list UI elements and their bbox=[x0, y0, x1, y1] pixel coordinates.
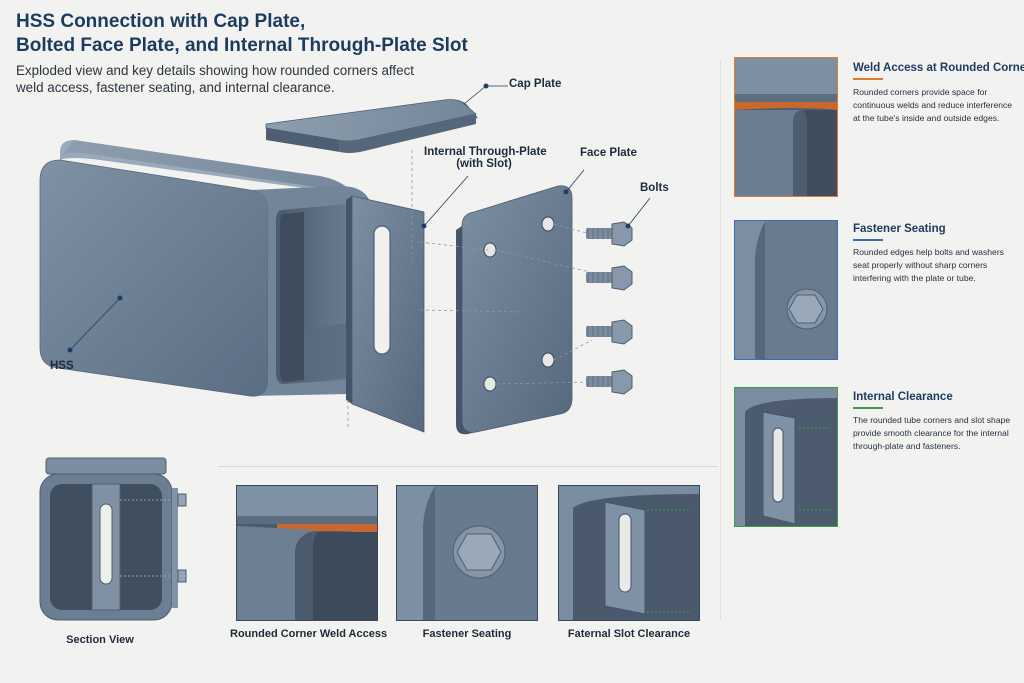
detail-accent-internal-clearance bbox=[853, 407, 883, 409]
detail-title-internal-clearance: Internal Clearance bbox=[853, 391, 953, 403]
alignment-lines bbox=[347, 150, 593, 430]
callout-hss: HSS bbox=[50, 360, 74, 372]
bolt bbox=[586, 221, 633, 247]
bolt bbox=[586, 265, 633, 291]
exploded-view bbox=[39, 83, 651, 435]
detail-title-fastener-seating: Fastener Seating bbox=[853, 223, 946, 235]
detail-description-internal-clearance: The rounded tube corners and slot shape … bbox=[853, 415, 1011, 451]
bolt bbox=[586, 319, 633, 345]
horizontal-divider bbox=[218, 466, 718, 467]
detail-title-weld-access: Weld Access at Rounded Corners bbox=[853, 62, 1024, 74]
detail-description-weld-access: Rounded corners provide space for contin… bbox=[853, 87, 1013, 123]
caption-slot-clearance: Faternal Slot Clearance bbox=[567, 628, 691, 640]
internal-through-plate bbox=[346, 195, 425, 433]
title-line-2: Bolted Face Plate, and Internal Through-… bbox=[16, 35, 468, 56]
thumbnail-fastener-seating bbox=[396, 485, 538, 621]
detail-panel-weld-access bbox=[734, 57, 838, 197]
thumbnail-fastener-seating-illustration bbox=[397, 486, 537, 620]
detail-accent-fastener-seating bbox=[853, 239, 883, 241]
thumbnail-weld-access-illustration bbox=[237, 486, 377, 620]
weld-bead bbox=[735, 102, 837, 110]
callout-through-plate-line2: (with Slot) bbox=[456, 158, 512, 170]
bolts bbox=[586, 221, 633, 395]
bolt-holes bbox=[483, 216, 555, 392]
thumbnail-weld-access bbox=[236, 485, 378, 621]
hss-tube bbox=[39, 140, 372, 397]
detail-panel-fastener-seating bbox=[734, 220, 838, 360]
face-plate bbox=[456, 185, 573, 435]
caption-weld-access: Rounded Corner Weld Access bbox=[230, 628, 388, 640]
detail-accent-weld-access bbox=[853, 78, 883, 80]
internal-clearance-illustration bbox=[735, 388, 837, 526]
page-subtitle: Exploded view and key details showing ho… bbox=[16, 63, 414, 95]
callout-through-plate-line1: Internal Through-Plate bbox=[424, 146, 547, 158]
detail-description-fastener-seating: Rounded edges help bolts and washers sea… bbox=[853, 247, 1004, 283]
slot-opening bbox=[373, 225, 391, 355]
bolt bbox=[586, 369, 633, 395]
title-line-1: HSS Connection with Cap Plate, bbox=[16, 11, 306, 32]
thumbnail-slot-clearance-illustration bbox=[559, 486, 699, 620]
callout-face-plate: Face Plate bbox=[580, 147, 637, 159]
callout-bolts: Bolts bbox=[640, 182, 669, 194]
callout-through-plate: Internal Through-Plate (with Slot) bbox=[424, 146, 547, 170]
leader-dots bbox=[67, 83, 631, 353]
thumbnail-slot-clearance bbox=[558, 485, 700, 621]
cap-plate bbox=[265, 99, 478, 153]
section-view-illustration bbox=[39, 457, 187, 621]
caption-fastener-seating: Fastener Seating bbox=[422, 628, 512, 640]
caption-section-view: Section View bbox=[66, 634, 134, 646]
detail-panel-internal-clearance bbox=[734, 387, 838, 527]
vertical-divider bbox=[720, 60, 721, 620]
callout-cap-plate: Cap Plate bbox=[509, 78, 562, 90]
page-title: HSS Connection with Cap Plate, Bolted Fa… bbox=[16, 10, 536, 58]
weld-access-illustration bbox=[735, 58, 837, 196]
leader-lines bbox=[69, 85, 651, 351]
fastener-seating-illustration bbox=[735, 221, 837, 359]
